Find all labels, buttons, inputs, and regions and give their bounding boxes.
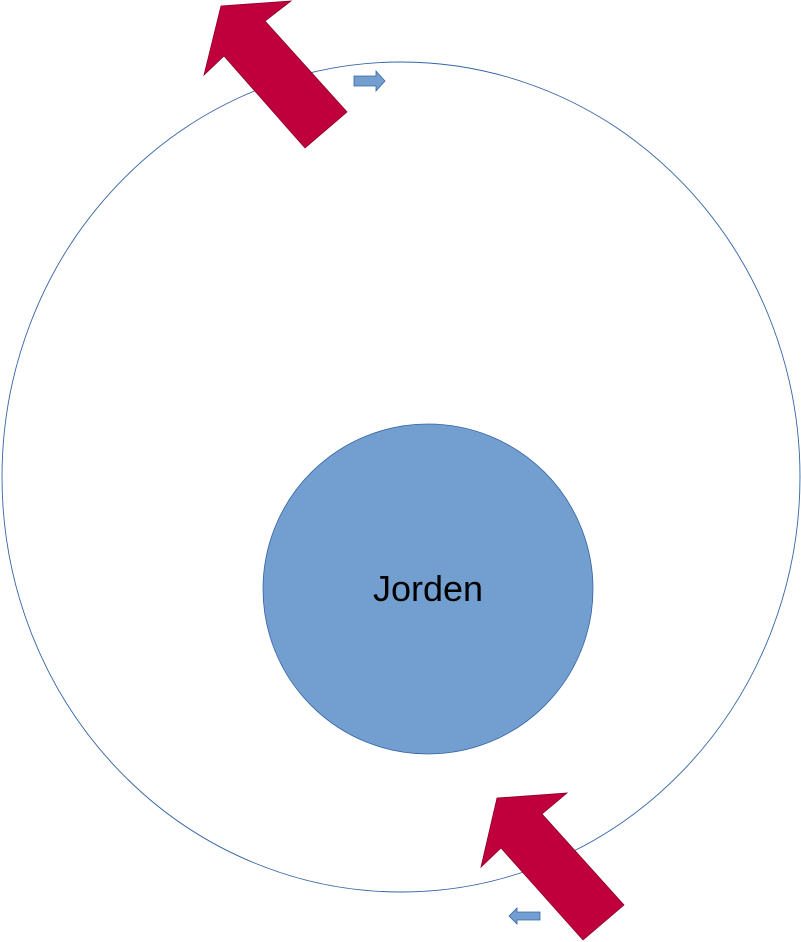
velocity-arrow-bottom [508,907,541,925]
velocity-arrow-top [353,69,386,93]
earth-circle [262,423,594,755]
earth-label: Jorden [373,568,483,609]
orbit-ellipse [1,61,801,893]
thrust-arrow-top [203,0,348,149]
thrust-arrow-bottom [480,792,625,941]
